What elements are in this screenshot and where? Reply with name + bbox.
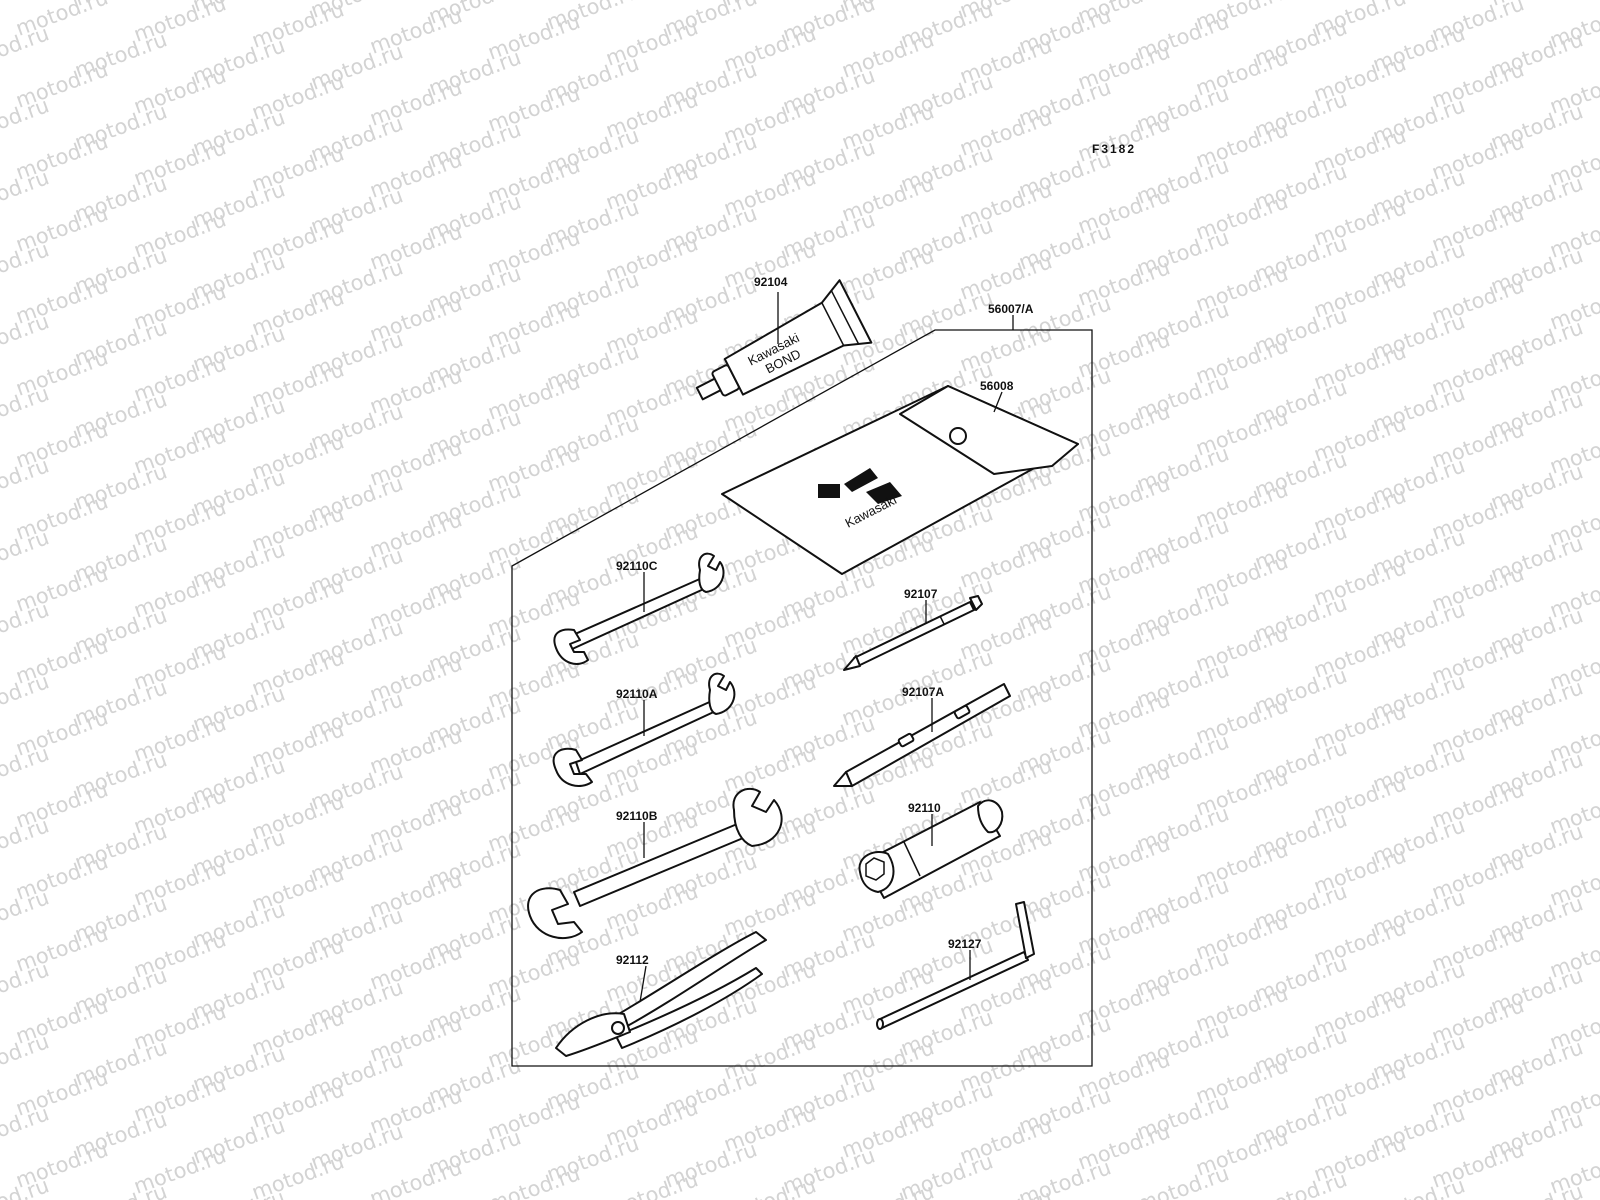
watermark-text: motod.ru [0, 381, 52, 437]
watermark-text: motod.ru [0, 309, 52, 365]
watermark-text: motod.ru [1252, 1167, 1351, 1200]
watermark-text: motod.ru [0, 1101, 52, 1157]
watermark-text: motod.ru [0, 813, 52, 869]
watermark-text: motod.ru [0, 525, 52, 581]
watermark-text: motod.ru [721, 1173, 820, 1200]
watermark-text: motod.ru [0, 165, 52, 221]
tool-pouch: Kawasaki [721, 385, 1079, 575]
watermark-text: motod.ru [72, 1179, 171, 1200]
screwdriver-handle-92107a [833, 683, 1011, 787]
kit-label: 56007/A [988, 302, 1034, 316]
watermark-text: motod.ru [0, 93, 52, 149]
watermark-text: motod.ru [1370, 1173, 1469, 1200]
watermark-text: motod.ru [0, 237, 52, 293]
kawasaki-logo-icon [818, 468, 902, 504]
bond-label: 92104 [754, 275, 788, 289]
pliers-label: 92112 [616, 953, 649, 967]
pliers-92112 [555, 931, 767, 1057]
screwdriver-label: 92107 [904, 587, 938, 601]
watermark-text: motod.ru [1488, 1179, 1587, 1200]
figure-code: F3182 [1092, 142, 1136, 156]
kit-outline [511, 329, 1093, 1067]
watermark-text: motod.ru [1134, 1161, 1233, 1200]
watermark-text: motod.ru [603, 1167, 702, 1200]
watermark-text: motod.ru [0, 0, 52, 5]
screwdriver-handle-label: 92107A [902, 685, 944, 699]
plug-wrench-92110 [858, 799, 1004, 899]
wrench-a-label: 92110A [616, 687, 658, 701]
pouch-leader [993, 391, 1003, 413]
watermark-text: motod.ru [0, 669, 52, 725]
watermark-text: motod.ru [0, 21, 52, 77]
watermark-text: motod.ru [0, 453, 52, 509]
wrench-b-label: 92110B [616, 809, 658, 823]
watermark-text: motod.ru [0, 597, 52, 653]
plug-wrench-label: 92110 [908, 801, 941, 815]
watermark-text: motod.ru [367, 1155, 466, 1200]
hex-key-92127 [876, 901, 1035, 1030]
wrench-92110b [527, 787, 783, 940]
pouch-label: 56008 [980, 379, 1014, 393]
watermark-text: motod.ru [0, 741, 52, 797]
watermark-text: motod.ru [485, 1161, 584, 1200]
hex-key-label: 92127 [948, 937, 982, 951]
pliers-leader [639, 965, 647, 1003]
watermark-text: motod.ru [0, 1029, 52, 1085]
screwdriver-92107 [843, 595, 983, 671]
watermark-text: motod.ru [957, 1185, 1056, 1200]
wrench-92110a [552, 672, 736, 787]
watermark-text: motod.ru [839, 1179, 938, 1200]
watermark-text: motod.ru [0, 885, 52, 941]
watermark-text: motod.ru [0, 957, 52, 1013]
wrench-c-label: 92110C [616, 559, 658, 573]
watermark-text: motod.ru [190, 1185, 289, 1200]
wrench-92110c [553, 552, 725, 665]
